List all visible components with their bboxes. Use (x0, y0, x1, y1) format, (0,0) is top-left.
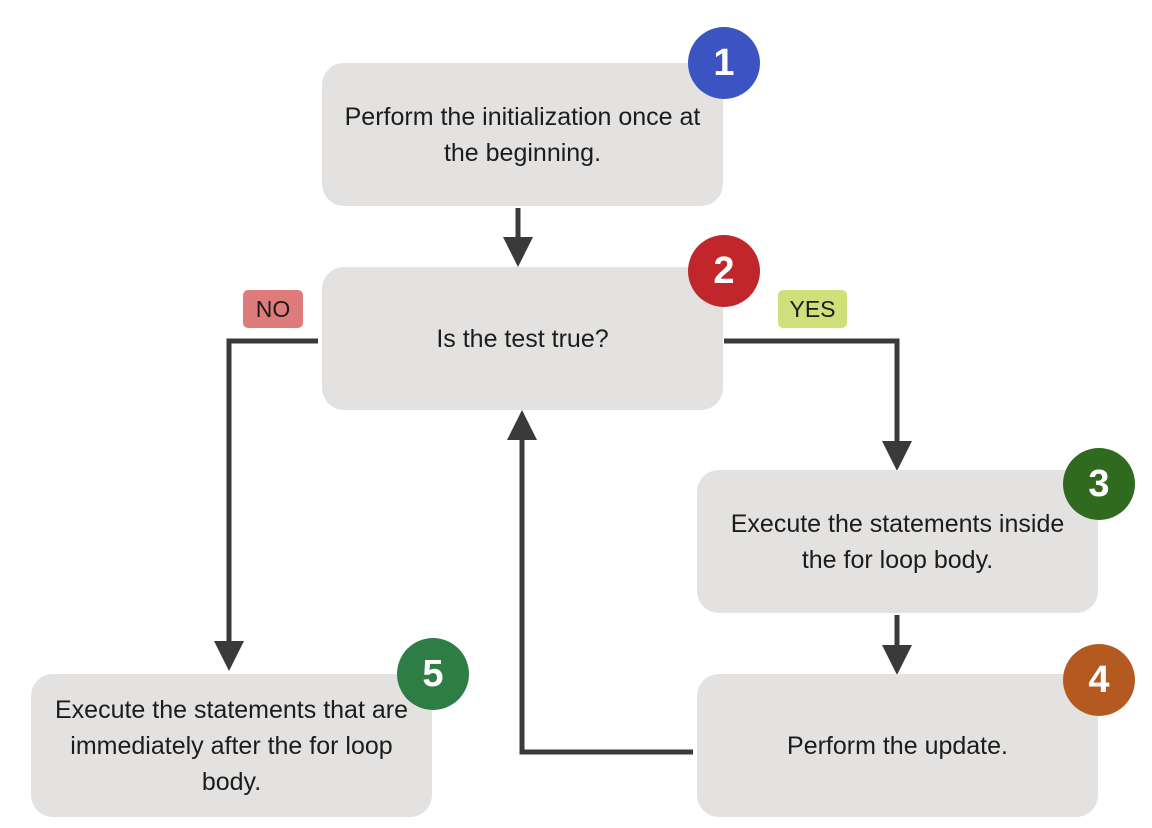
step-4-badge: 4 (1063, 644, 1135, 716)
step-5-badge: 5 (397, 638, 469, 710)
step-initialization-box: Perform the initialization once at the b… (322, 63, 723, 206)
arrow-test-to-body (724, 338, 912, 471)
step-after-loop-text: Execute the statements that are immediat… (55, 695, 408, 796)
step-3-badge: 3 (1063, 448, 1135, 520)
step-update-text: Perform the update. (787, 731, 1008, 760)
step-update-box: Perform the update. (697, 674, 1098, 817)
step-after-loop-box: Execute the statements that are immediat… (31, 674, 432, 817)
step-test-text: Is the test true? (436, 324, 609, 353)
step-body-box: Execute the statements inside the for lo… (697, 470, 1098, 613)
arrow-test-to-after-loop (214, 338, 318, 671)
yes-branch-tag: YES (778, 290, 847, 328)
no-branch-tag: NO (243, 290, 303, 328)
step-2-badge: 2 (688, 235, 760, 307)
step-test-box: Is the test true? (322, 267, 723, 410)
step-1-badge: 1 (688, 27, 760, 99)
step-body-text: Execute the statements inside the for lo… (730, 509, 1065, 574)
arrow-update-to-test (507, 410, 693, 755)
step-initialization-text: Perform the initialization once at the b… (344, 102, 701, 167)
